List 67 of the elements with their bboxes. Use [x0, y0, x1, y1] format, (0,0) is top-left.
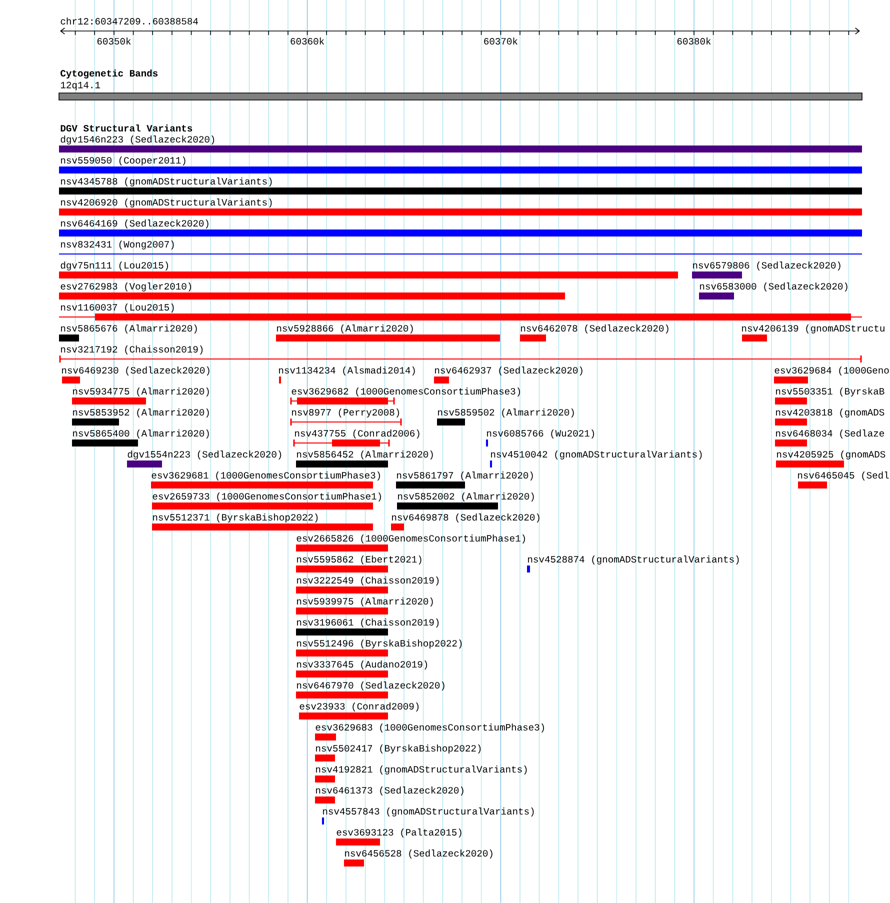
variant-label: nsv4528874 (gnomADStructuralVariants) — [528, 556, 739, 564]
variant-label: nsv6456528 (Sedlazeck2020) — [345, 850, 492, 858]
variant-label: nsv5595862 (Ebert2021) — [297, 556, 422, 564]
variant-label: nsv4205925 (gnomADS — [777, 450, 886, 460]
variant-label: esv3629683 (1000GenomesConsortiumPhase3) — [316, 724, 544, 732]
variant-label: nsv4345788 (gnomADStructuralVariants) — [61, 178, 272, 186]
variant-label: nsv5939975 (Almarri2020) — [297, 598, 433, 606]
variant-label: nsv6583000 (Sedlazeck2020) — [700, 282, 848, 292]
variant-label: nsv5512371 (ByrskaBishop2022) — [153, 514, 318, 522]
variant-label: nsv5865676 (Almarri2020) — [61, 324, 197, 334]
variant-label: nsv6464169 (Sedlazeck2020) — [61, 220, 208, 228]
variant-label: nsv6469878 (Sedlazeck2020) — [392, 514, 540, 522]
variant-label: esv3629684 (1000Geno — [774, 366, 889, 376]
variant-label: esv23933 (Conrad2009) — [300, 702, 419, 712]
variant-label: nsv1134234 (Alsmadi2014) — [279, 366, 415, 376]
variant-label: nsv6467970 (Sedlazeck2020) — [297, 682, 444, 690]
variant-label: esv2659733 (1000GenomesConsortiumPhase1) — [152, 492, 381, 502]
variant-label: nsv1160037 (Lou2015) — [61, 304, 174, 312]
variant-label: nsv6468034 (Sedlaze — [776, 430, 884, 438]
variant-label: nsv5512496 (ByrskaBishop2022) — [297, 640, 462, 648]
variant-label: nsv5853952 (Almarri2020) — [73, 408, 209, 418]
tick-label: 60370k — [484, 38, 518, 45]
variant-label: esv2762983 (Vogler2010) — [60, 282, 192, 292]
variant-label: nsv5865400 (Almarri2020) — [73, 430, 209, 438]
variant-label: nsv3196061 (Chaisson2019) — [297, 618, 439, 628]
band-label: 12q14.1 — [60, 82, 100, 90]
variant-label: nsv4510042 (gnomADStructuralVariants) — [491, 450, 702, 460]
variant-label: nsv5928866 (Almarri2020) — [277, 324, 413, 334]
variant-label: nsv3337645 (Audano2019) — [297, 660, 428, 670]
variant-label: dgv75n111 (Lou2015) — [60, 262, 168, 270]
variant-label: dgv1554n223 (Sedlazeck2020) — [128, 450, 282, 460]
variant-label: nsv5503351 (ByrskaB — [776, 388, 884, 396]
variant-label: nsv6469230 (Sedlazeck2020) — [62, 366, 210, 376]
variant-label: nsv3222549 (Chaisson2019) — [297, 576, 439, 586]
variant-label: nsv4557843 (gnomADStructuralVariants) — [323, 808, 534, 816]
variant-label: nsv832431 (Wong2007) — [61, 240, 174, 250]
variant-label: esv3629682 (1000GenomesConsortiumPhase3) — [292, 388, 520, 396]
track-heading: Cytogenetic Bands — [60, 70, 158, 78]
variant-label: nsv559050 (Cooper2011) — [61, 156, 186, 166]
coordinate-label: chr12:60347209..60388584 — [60, 18, 198, 25]
track-heading: DGV Structural Variants — [60, 124, 192, 132]
tick-label: 60360k — [290, 38, 324, 45]
variant-label: esv3629681 (1000GenomesConsortiumPhase3) — [152, 472, 380, 480]
variant-label: esv2665826 (1000GenomesConsortiumPhase1) — [296, 534, 525, 544]
variant-label: nsv6462937 (Sedlazeck2020) — [435, 366, 582, 376]
variant-label: nsv6085766 (Wu2021) — [487, 430, 594, 438]
variant-label: nsv5852002 (Almarri2020) — [398, 492, 534, 502]
variant-label: nsv6465045 (Sedl — [798, 472, 889, 480]
variant-label: nsv5861797 (Almarri2020) — [397, 472, 533, 480]
variant-label: nsv3217192 (Chaisson2019) — [61, 346, 203, 354]
variant-label: nsv4203818 (gnomADS — [776, 408, 884, 418]
variant-label: nsv5934775 (Almarri2020) — [73, 388, 209, 396]
variant-label: nsv4206920 (gnomADStructuralVariants) — [61, 198, 272, 208]
variant-label: nsv4192821 (gnomADStructuralVariants) — [316, 766, 527, 774]
variant-label: nsv6461373 (Sedlazeck2020) — [316, 786, 464, 796]
variant-label: nsv6579806 (Sedlazeck2020) — [693, 262, 840, 270]
variant-label: nsv8977 (Perry2008) — [292, 408, 400, 418]
variant-label: nsv5859502 (Almarri2020) — [438, 408, 574, 418]
variant-label: nsv4206139 (gnomADStructu — [742, 324, 884, 334]
tick-label: 60380k — [677, 38, 711, 45]
variant-label: nsv5502417 (ByrskaBishop2022) — [316, 744, 481, 754]
variant-label: nsv6462078 (Sedlazeck2020) — [521, 324, 668, 334]
tick-label: 60350k — [97, 38, 131, 45]
variant-label: nsv5856452 (Almarri2020) — [297, 450, 433, 460]
variant-label: dgv1546n223 (Sedlazeck2020) — [60, 136, 214, 144]
variant-label: esv3693123 (Palta2015) — [336, 828, 462, 838]
variant-label: nsv437755 (Conrad2006) — [295, 430, 420, 438]
